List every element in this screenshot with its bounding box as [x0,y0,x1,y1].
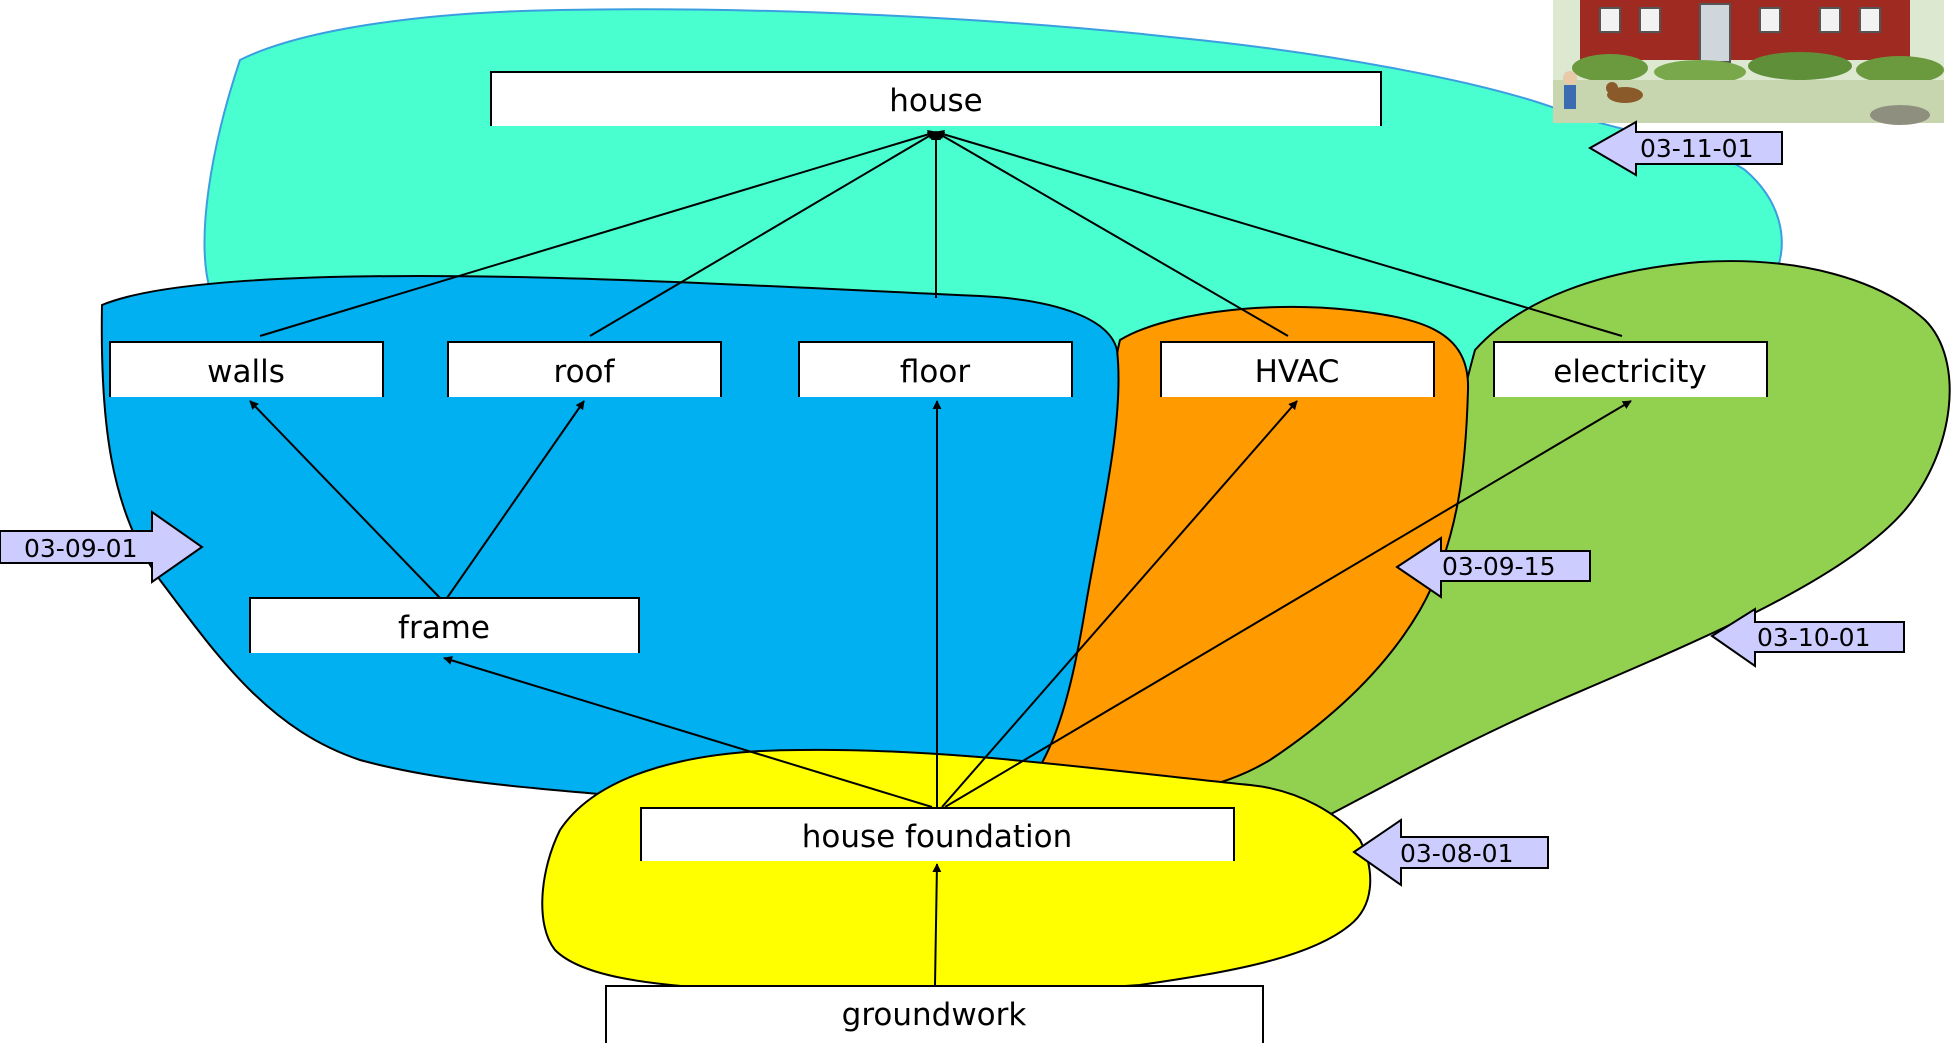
edge-frame-walls [249,400,441,599]
date-callout-electricity: 03-10-01 [1710,607,1905,668]
date-label-foundation: 03-08-01 [1400,839,1513,868]
node-electricity: electricity [1493,341,1768,397]
edge-foundation-frame [443,656,933,808]
edge-electricity-house [935,129,1623,337]
node-frame: frame [249,597,640,653]
date-label-hvac: 03-09-15 [1442,552,1555,581]
node-house-foundation: house foundation [640,807,1235,861]
node-groundwork-label: groundwork [842,997,1027,1033]
node-roof-label: roof [554,354,616,390]
date-callout-foundation: 03-08-01 [1352,818,1549,887]
node-hvac-label: HVAC [1255,354,1340,390]
dependency-arrows [249,129,1632,986]
node-house: house [490,71,1382,126]
structure-region [100,274,1120,823]
edge-groundwork-foundation [932,863,942,986]
node-roof: roof [447,341,722,397]
node-floor-label: floor [900,354,970,390]
node-frame-label: frame [398,610,490,646]
node-walls-label: walls [207,354,285,390]
node-house-label: house [889,83,982,119]
node-floor: floor [798,341,1073,397]
node-walls: walls [109,341,384,397]
date-label-electricity: 03-10-01 [1757,623,1870,652]
date-label-house: 03-11-01 [1640,134,1753,163]
edge-hvac-house [935,131,1289,337]
node-hvac: HVAC [1160,341,1435,397]
node-groundwork: groundwork [605,985,1264,1043]
date-callout-house: 03-11-01 [1587,120,1783,177]
red-house-picture [1553,0,1944,125]
node-house-foundation-label: house foundation [802,819,1073,855]
edge-frame-roof [446,400,585,599]
foundation-region [541,748,1372,995]
edge-foundation-electricity [944,400,1632,808]
edge-foundation-hvac [941,400,1298,808]
date-callout-hvac: 03-09-15 [1395,536,1591,599]
edge-roof-house [589,131,937,337]
node-electricity-label: electricity [1553,354,1706,390]
date-label-structure: 03-09-01 [24,534,137,563]
date-callout-structure: 03-09-01 [0,510,204,584]
edge-walls-house [259,130,937,337]
